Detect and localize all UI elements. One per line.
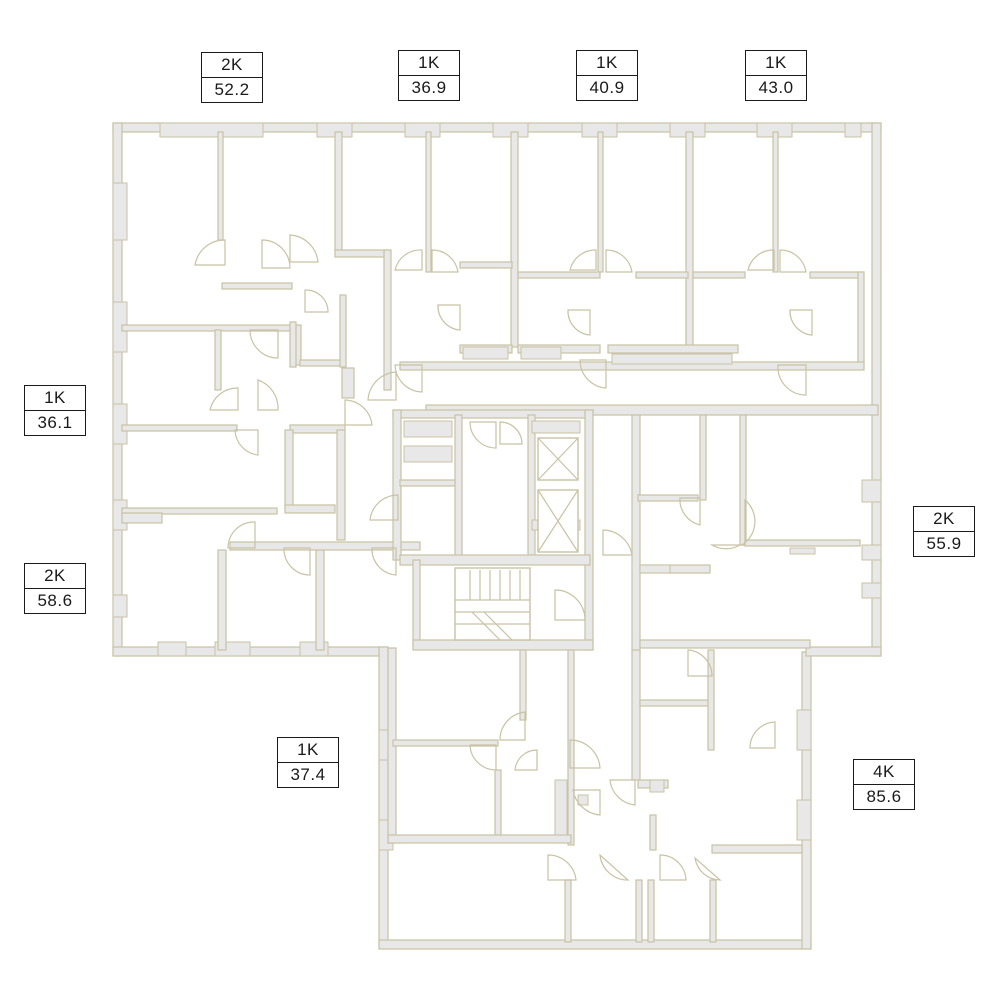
- apartment-label-1k-left[interactable]: 1K 36.1: [24, 385, 86, 436]
- apartment-type: 2K: [25, 564, 85, 589]
- apartment-type: 1K: [399, 51, 459, 76]
- door-swings: [194, 234, 813, 881]
- apartment-type: 1K: [278, 738, 338, 763]
- apartment-type: 2K: [202, 53, 262, 78]
- apartment-area: 85.6: [866, 787, 902, 806]
- apartment-type: 1K: [746, 51, 806, 76]
- apartment-label-1k-top-3[interactable]: 1K 40.9: [576, 50, 638, 101]
- apartment-area: 55.9: [926, 534, 962, 553]
- apartment-area: 52.2: [214, 80, 250, 99]
- utility-rooms: [403, 346, 816, 836]
- apartment-type: 1K: [25, 386, 85, 411]
- apartment-area: 37.4: [290, 765, 326, 784]
- apartment-label-1k-top-2[interactable]: 1K 36.9: [398, 50, 460, 101]
- elevator-shafts: [537, 437, 579, 553]
- apartment-area: 58.6: [37, 591, 73, 610]
- apartment-type: 2K: [914, 507, 974, 532]
- apartment-label-1k-lower[interactable]: 1K 37.4: [277, 737, 339, 788]
- apartment-label-4k-lower-right[interactable]: 4K 85.6: [853, 759, 915, 810]
- apartment-type: 1K: [577, 51, 637, 76]
- apartment-area: 40.9: [589, 78, 625, 97]
- apartment-label-2k-top-left[interactable]: 2K 52.2: [201, 52, 263, 103]
- apartment-area: 36.9: [411, 78, 447, 97]
- interior-walls: [121, 131, 879, 943]
- apartment-type: 4K: [854, 760, 914, 785]
- apartment-label-2k-left-bottom[interactable]: 2K 58.6: [24, 563, 86, 614]
- apartment-area: 43.0: [758, 78, 794, 97]
- apartment-label-1k-top-4[interactable]: 1K 43.0: [745, 50, 807, 101]
- apartment-label-2k-right[interactable]: 2K 55.9: [913, 506, 975, 557]
- stairwell: [454, 567, 531, 641]
- apartment-area: 36.1: [37, 413, 73, 432]
